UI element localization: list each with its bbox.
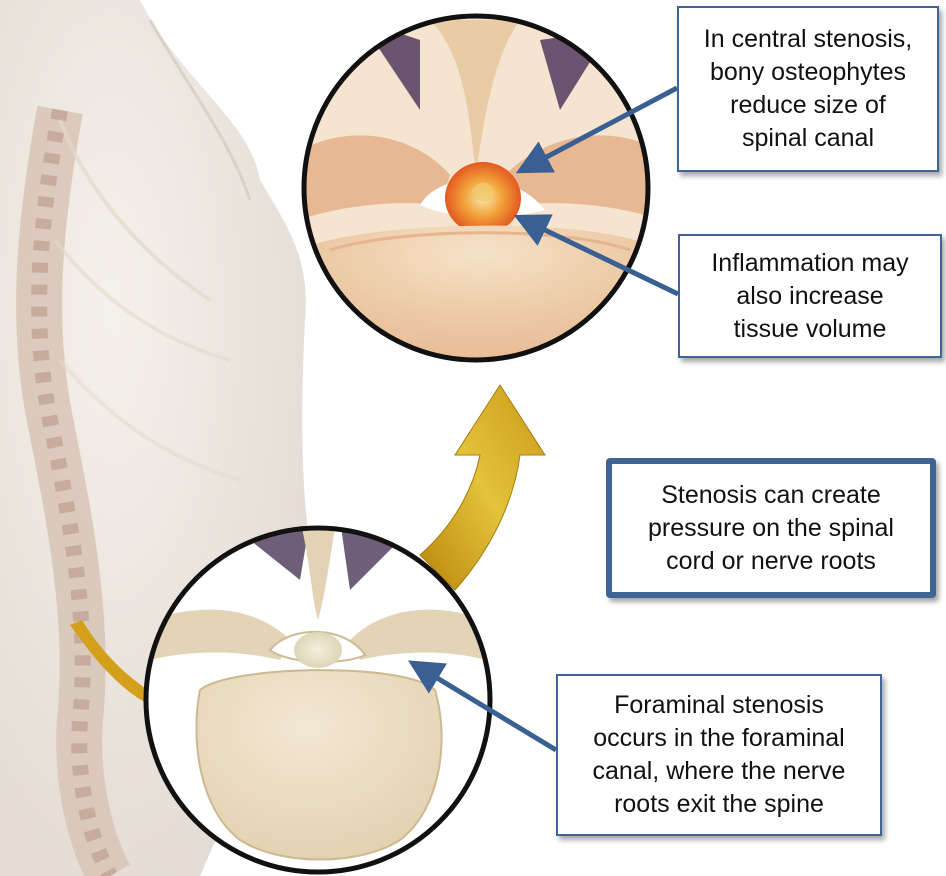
foraminal-stenosis-callout: Foraminal stenosis occurs in the foramin… [556, 674, 882, 836]
central-stenosis-detail [300, 10, 660, 370]
zoom-arrow [420, 385, 545, 590]
pressure-callout: Stenosis can create pressure on the spin… [606, 458, 936, 598]
inflammation-callout: Inflammation may also increase tissue vo… [678, 234, 942, 358]
central-stenosis-callout: In central stenosis, bony osteophytes re… [677, 6, 939, 172]
